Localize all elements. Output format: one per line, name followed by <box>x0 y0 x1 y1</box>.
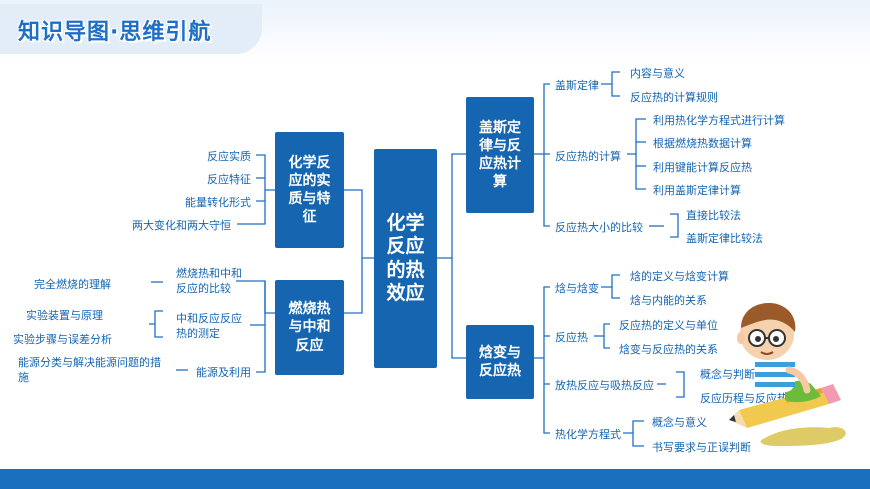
boy-head-shape <box>737 303 796 360</box>
cartoon-boy-illustration <box>729 303 846 446</box>
combustion-group-label: 燃烧热和中和反应的比较 <box>176 267 242 295</box>
hess-item: 利用盖斯定律计算 <box>653 184 741 197</box>
bottom-bar <box>0 469 870 489</box>
essence-topic-box: 化学反应的实质与特征 <box>275 132 344 248</box>
hess-item: 直接比较法 <box>686 209 741 222</box>
enthalpy-item: 书写要求与正误判断 <box>652 441 751 454</box>
hess-item: 盖斯定律比较法 <box>686 232 763 245</box>
combustion-group-label: 能源及利用 <box>196 366 251 379</box>
center-topic-label: 化学反应的热效应 <box>386 212 425 304</box>
combustion-item: 实验步骤与误差分析 <box>13 333 112 346</box>
arm-shape <box>785 366 811 394</box>
enthalpy-group-label: 反应热 <box>555 331 588 344</box>
hess-item: 根据燃烧热数据计算 <box>653 137 752 150</box>
enthalpy-item: 焓变与反应热的关系 <box>619 343 718 356</box>
hess-topic-label: 盖斯定律与反应热计算 <box>479 119 521 191</box>
enthalpy-group-label: 焓与焓变 <box>555 282 599 295</box>
paint-splash-shape <box>760 427 846 446</box>
essence-item: 反应特征 <box>207 173 251 186</box>
enthalpy-topic-label: 焓变与反应热 <box>479 344 521 379</box>
combustion-group-label: 中和反应反应热的测定 <box>176 312 242 340</box>
essence-item: 反应实质 <box>207 150 251 163</box>
hess-group-label: 盖斯定律 <box>555 79 599 92</box>
essence-item: 能量转化形式 <box>185 196 251 209</box>
combustion-topic-label: 燃烧热与中和反应 <box>288 301 331 354</box>
header-tab <box>0 4 262 54</box>
essence-topic-label: 化学反应的实质与特征 <box>288 154 331 226</box>
enthalpy-item: 焓与内能的关系 <box>630 294 707 307</box>
enthalpy-group-label: 热化学方程式 <box>555 428 621 441</box>
hess-item: 利用键能计算反应热 <box>653 161 752 174</box>
page-title: 知识导图·思维引航 <box>18 20 212 45</box>
hess-item: 利用热化学方程式进行计算 <box>653 114 785 127</box>
shirt-shape <box>755 358 795 392</box>
combustion-item: 完全燃烧的理解 <box>34 278 111 291</box>
enthalpy-group-label: 放热反应与吸热反应 <box>555 379 654 392</box>
combustion-topic-box: 燃烧热与中和反应 <box>275 280 344 375</box>
hess-topic-box: 盖斯定律与反应热计算 <box>466 97 534 213</box>
combustion-item: 能源分类与解决能源问题的措施 <box>18 356 161 384</box>
combustion-item: 实验装置与原理 <box>26 309 103 322</box>
enthalpy-item: 反应热的定义与单位 <box>619 319 718 332</box>
enthalpy-item: 概念与意义 <box>652 416 707 429</box>
enthalpy-topic-box: 焓变与反应热 <box>466 325 534 399</box>
hess-group-label: 反应热的计算 <box>555 150 621 163</box>
enthalpy-item: 焓的定义与焓变计算 <box>630 270 729 283</box>
center-topic-box: 化学反应的热效应 <box>374 149 437 368</box>
hess-group-label: 反应热大小的比较 <box>555 221 643 234</box>
hess-item: 反应热的计算规则 <box>630 91 718 104</box>
hess-item: 内容与意义 <box>630 67 685 80</box>
essence-item: 两大变化和两大守恒 <box>132 219 231 232</box>
